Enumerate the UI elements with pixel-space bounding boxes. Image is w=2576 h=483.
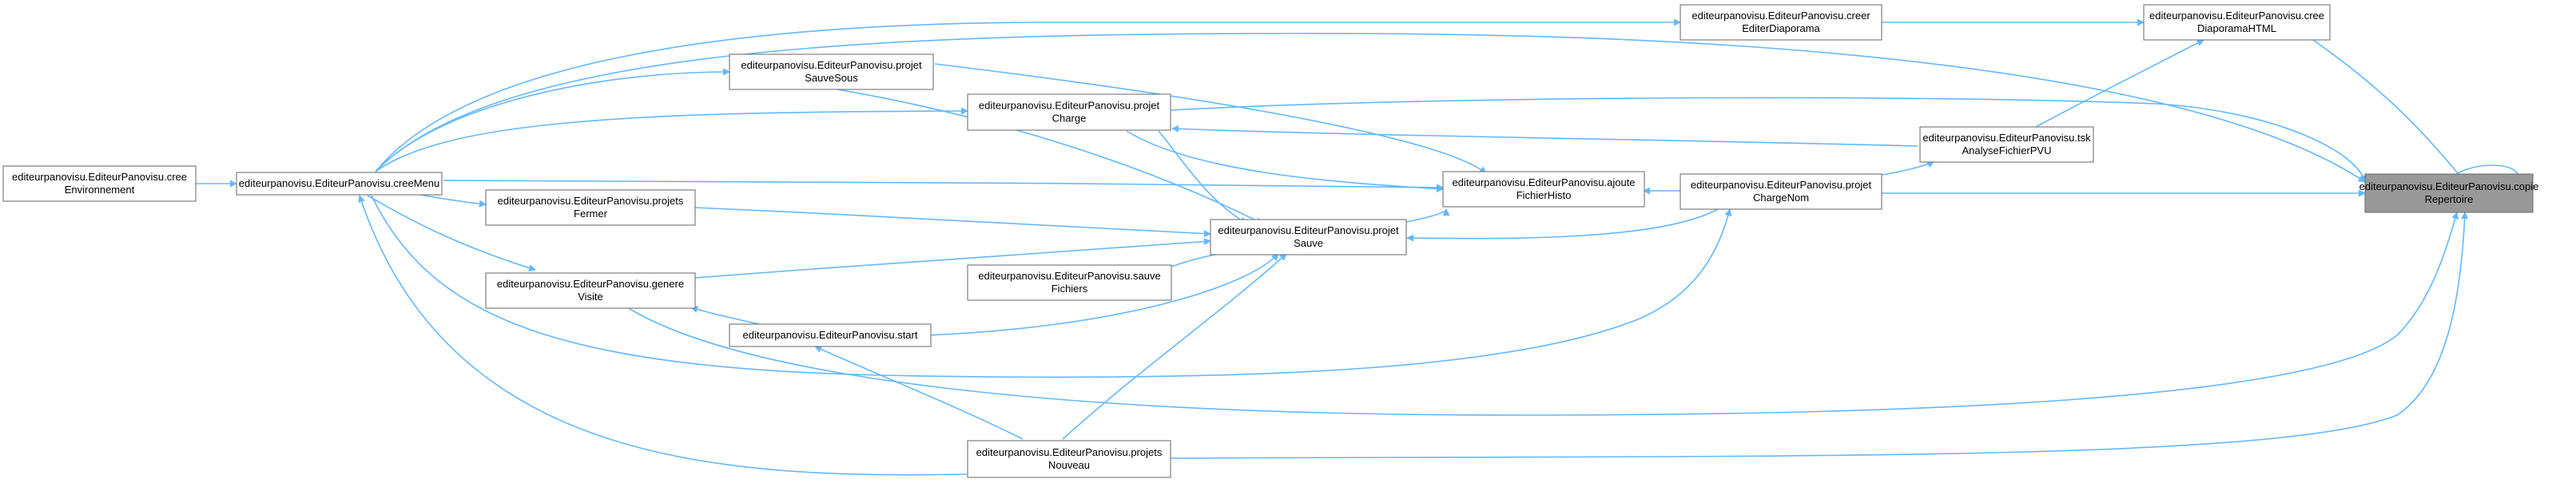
edge-projetsnouveau-to-creemenu (358, 195, 968, 476)
node-genere-visite[interactable]: editeurpanovisu.EditeurPanovisu.genereVi… (485, 272, 696, 309)
node-box (2143, 4, 2331, 41)
node-label-line: editeurpanovisu.EditeurPanovisu.projets (976, 446, 1163, 458)
node-label-line: Sauve (1294, 237, 1323, 249)
node-box (485, 272, 696, 309)
node-projet-charge[interactable]: editeurpanovisu.EditeurPanovisu.projetCh… (967, 93, 1171, 131)
edge-projetchargenom-to-tskanalyse (1877, 160, 1934, 176)
edge-creediaporamahtml-to-copierepertoire (2312, 39, 2466, 183)
node-label-line: FichierHisto (1517, 189, 1572, 201)
node-projet-sauve-sous[interactable]: editeurpanovisu.EditeurPanovisu.projetSa… (729, 53, 934, 90)
edge-projetsauvesous-to-ajoutefichierhisto (934, 63, 1487, 174)
node-copie-repertoire[interactable]: editeurpanovisu.EditeurPanovisu.copieRep… (2359, 173, 2539, 213)
edge-start-to-genere (690, 306, 760, 325)
node-label-line: EditerDiaporama (1742, 22, 1820, 34)
node-label-line: SauveSous (805, 72, 858, 84)
node-label-line: editeurpanovisu.EditeurPanovisu.projet (979, 100, 1160, 112)
node-sauve-fichiers[interactable]: editeurpanovisu.EditeurPanovisu.sauveFic… (967, 264, 1172, 301)
edge-creemenu-to-projetcharge (375, 107, 968, 172)
node-label-line: Fermer (574, 208, 608, 220)
edge-projetcharge-to-copierepertoire (1170, 97, 2367, 183)
node-label-line: ChargeNom (1753, 192, 1809, 204)
edge-tskanalyse-to-creediaporamahtml (2035, 39, 2204, 128)
edge-creemenu-to-projetchargenom (371, 195, 1732, 378)
node-label-line: AnalyseFichierPVU (1962, 145, 2052, 156)
edge-tskanalyse-to-projetcharge (1171, 125, 1918, 147)
edge-projetsnouveau-to-copierepertoire (1170, 212, 2469, 459)
edge-projetsfermer-to-projetsauve (694, 207, 1211, 238)
edge-projetsauvesous-to-projetsauve (798, 82, 1263, 224)
node-box (1680, 173, 1882, 210)
edge-genere-to-projetsauve (694, 238, 1211, 279)
node-label-line: editeurpanovisu.EditeurPanovisu.genere (497, 278, 684, 290)
node-label-line: editeurpanovisu.EditeurPanovisu.creer (1691, 10, 1870, 22)
node-box (967, 440, 1171, 478)
edge-projetsnouveau-to-projetsauve (1062, 253, 1287, 440)
edge-projetcharge-to-projetsauve (1158, 130, 1247, 224)
edge-creemenu-to-genere (367, 195, 536, 271)
node-label-line: editeurpanovisu.EditeurPanovisu.projet (741, 59, 922, 71)
nodes: editeurpanovisu.EditeurPanovisu.copieRep… (2, 4, 2539, 478)
node-projet-charge-nom[interactable]: editeurpanovisu.EditeurPanovisu.projetCh… (1680, 173, 1882, 210)
node-box (1210, 219, 1407, 255)
node-label-line: editeurpanovisu.EditeurPanovisu.projet (1218, 224, 1399, 236)
node-box (1680, 4, 1882, 41)
node-box (967, 93, 1171, 131)
node-label-line: editeurpanovisu.EditeurPanovisu.start (743, 329, 918, 341)
node-box (485, 189, 696, 226)
edge-creemenu-to-ajoutefichierhisto (443, 180, 1444, 192)
node-label-line: Nouveau (1048, 459, 1090, 471)
node-label-line: editeurpanovisu.EditeurPanovisu.cree (2149, 10, 2324, 22)
node-cree-environnement[interactable]: editeurpanovisu.EditeurPanovisu.creeEnvi… (2, 165, 197, 202)
node-label-line: Visite (578, 291, 603, 303)
edge-projetchargenom-to-projetsauve (1406, 208, 1719, 242)
node-label-line: DiaporamaHTML (2197, 22, 2276, 34)
node-box (967, 264, 1172, 301)
edge-creemenu-to-copierepertoire (375, 33, 2366, 183)
edge-projetsauve-to-ajoutefichierhisto (1405, 208, 1450, 223)
node-box (2, 165, 197, 202)
node-label-line: Environnement (65, 184, 135, 196)
node-cree-menu[interactable]: editeurpanovisu.EditeurPanovisu.creeMenu (236, 172, 443, 196)
node-tsk-analyse-fichier-pvu[interactable]: editeurpanovisu.EditeurPanovisu.tskAnaly… (1919, 126, 2094, 163)
node-projets-nouveau[interactable]: editeurpanovisu.EditeurPanovisu.projetsN… (967, 440, 1171, 478)
node-label-line: editeurpanovisu.EditeurPanovisu.cree (12, 171, 187, 183)
node-label-line: editeurpanovisu.EditeurPanovisu.sauve (978, 270, 1160, 282)
node-creer-editer-diaporama[interactable]: editeurpanovisu.EditeurPanovisu.creerEdi… (1680, 4, 1882, 41)
edge-creemenu-to-projetsauvesous (375, 68, 730, 172)
node-label-line: editeurpanovisu.EditeurPanovisu.copie (2359, 180, 2539, 192)
node-box (729, 323, 932, 347)
node-box (1919, 126, 2094, 163)
node-ajoute-fichier-histo[interactable]: editeurpanovisu.EditeurPanovisu.ajouteFi… (1442, 171, 1645, 208)
node-label-line: editeurpanovisu.EditeurPanovisu.creeMenu (239, 177, 440, 189)
node-box (1442, 171, 1645, 208)
node-box (2364, 173, 2534, 213)
node-label-line: editeurpanovisu.EditeurPanovisu.projets (498, 195, 684, 207)
node-box (729, 53, 934, 90)
node-label-line: Fichiers (1051, 283, 1088, 295)
node-label-line: editeurpanovisu.EditeurPanovisu.projet (1691, 179, 1872, 191)
node-label-line: Repertoire (2425, 193, 2474, 205)
edge-genere-to-copierepertoire (614, 212, 2459, 416)
node-label-line: editeurpanovisu.EditeurPanovisu.tsk (1922, 132, 2091, 144)
edge-projetsnouveau-to-start (814, 346, 1024, 440)
edges (196, 18, 2523, 476)
node-start[interactable]: editeurpanovisu.EditeurPanovisu.start (729, 323, 932, 347)
node-projet-sauve[interactable]: editeurpanovisu.EditeurPanovisu.projetSa… (1210, 219, 1407, 255)
edge-start-to-projetsauve (926, 253, 1279, 336)
node-projets-fermer[interactable]: editeurpanovisu.EditeurPanovisu.projetsF… (485, 189, 696, 226)
node-label-line: editeurpanovisu.EditeurPanovisu.ajoute (1452, 176, 1635, 188)
node-box (236, 172, 443, 196)
node-cree-diaporama-html[interactable]: editeurpanovisu.EditeurPanovisu.creeDiap… (2143, 4, 2331, 41)
node-label-line: Charge (1052, 113, 1087, 125)
edge-creemenu-to-creereditdiaporama (375, 18, 1681, 172)
